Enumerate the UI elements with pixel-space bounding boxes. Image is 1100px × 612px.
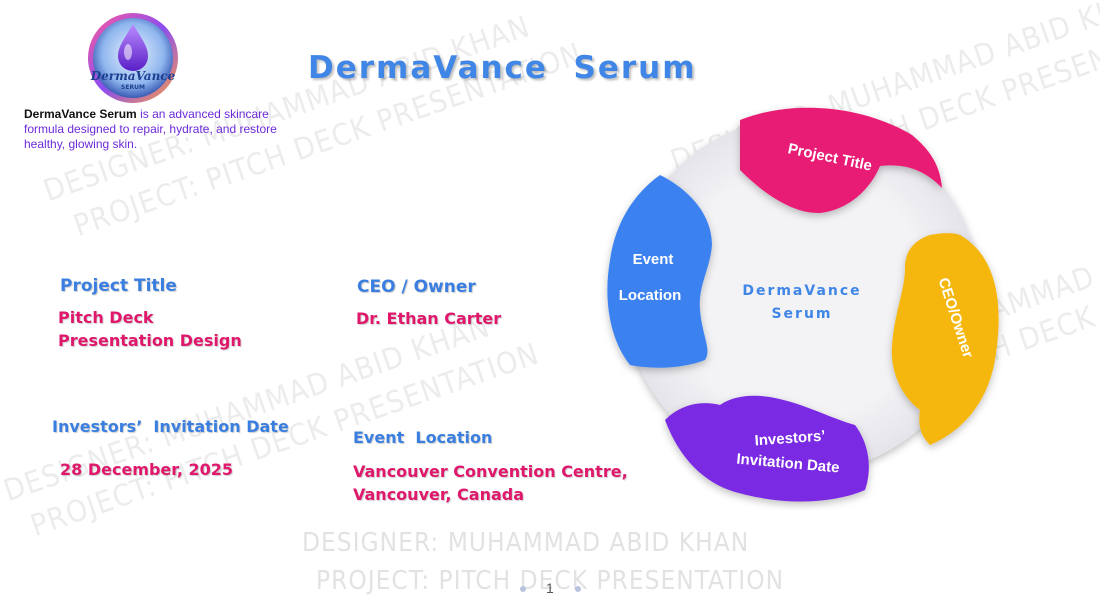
project-title-line2: Presentation Design: [58, 331, 242, 350]
segment-label-event: Event: [633, 251, 674, 268]
slide-indicator-dot: [520, 586, 526, 592]
event-location-line2: Vancouver, Canada: [353, 485, 525, 504]
page-number: 1: [546, 580, 554, 596]
brand-intro: DermaVance Serum is an advanced skincare…: [24, 107, 294, 152]
invitation-date-label: Investors’ Invitation Date: [52, 417, 289, 436]
event-location-value: Vancouver Convention Centre, Vancouver, …: [353, 460, 628, 506]
watermark-bottom-line1: DESIGNER: MUHAMMAD ABID KHAN: [302, 528, 750, 558]
wheel-center-line1: DermaVance: [742, 283, 861, 299]
project-title-value: Pitch Deck Presentation Design: [58, 306, 242, 352]
wheel-center: [700, 193, 904, 397]
cycle-diagram: Project Title CEO/Owner Investors’ Invit…: [607, 107, 999, 502]
invitation-date-value: 28 December, 2025: [60, 460, 233, 479]
segment-ceo: [891, 233, 999, 445]
logo-text: DermaVance: [90, 69, 176, 83]
slide-indicator-dot: [575, 586, 581, 592]
watermark-bottom-line2: PROJECT: PITCH DECK PRESENTATION: [316, 566, 785, 596]
segment-label-location: Location: [619, 287, 682, 304]
page-title: DermaVance Serum: [308, 50, 697, 86]
segment-investors-date: [665, 395, 869, 502]
segment-event-location: [607, 175, 712, 368]
project-title-label: Project Title: [60, 276, 177, 296]
brand-logo: DermaVance SERUM: [88, 13, 178, 103]
brand-intro-bold: DermaVance Serum: [24, 107, 137, 121]
event-location-line1: Vancouver Convention Centre,: [353, 462, 628, 481]
ceo-value: Dr. Ethan Carter: [356, 309, 502, 328]
project-title-line1: Pitch Deck: [58, 308, 154, 327]
logo-subtext: SERUM: [121, 84, 145, 91]
brand-intro-text: is an advanced skincare formula designed…: [24, 107, 277, 151]
segment-label-investors-line1: Investors’: [754, 428, 826, 450]
wheel-center-line2: Serum: [771, 306, 832, 322]
event-location-label: Event Location: [353, 428, 493, 447]
segment-project-title: [740, 107, 942, 214]
ceo-label: CEO / Owner: [357, 277, 476, 297]
